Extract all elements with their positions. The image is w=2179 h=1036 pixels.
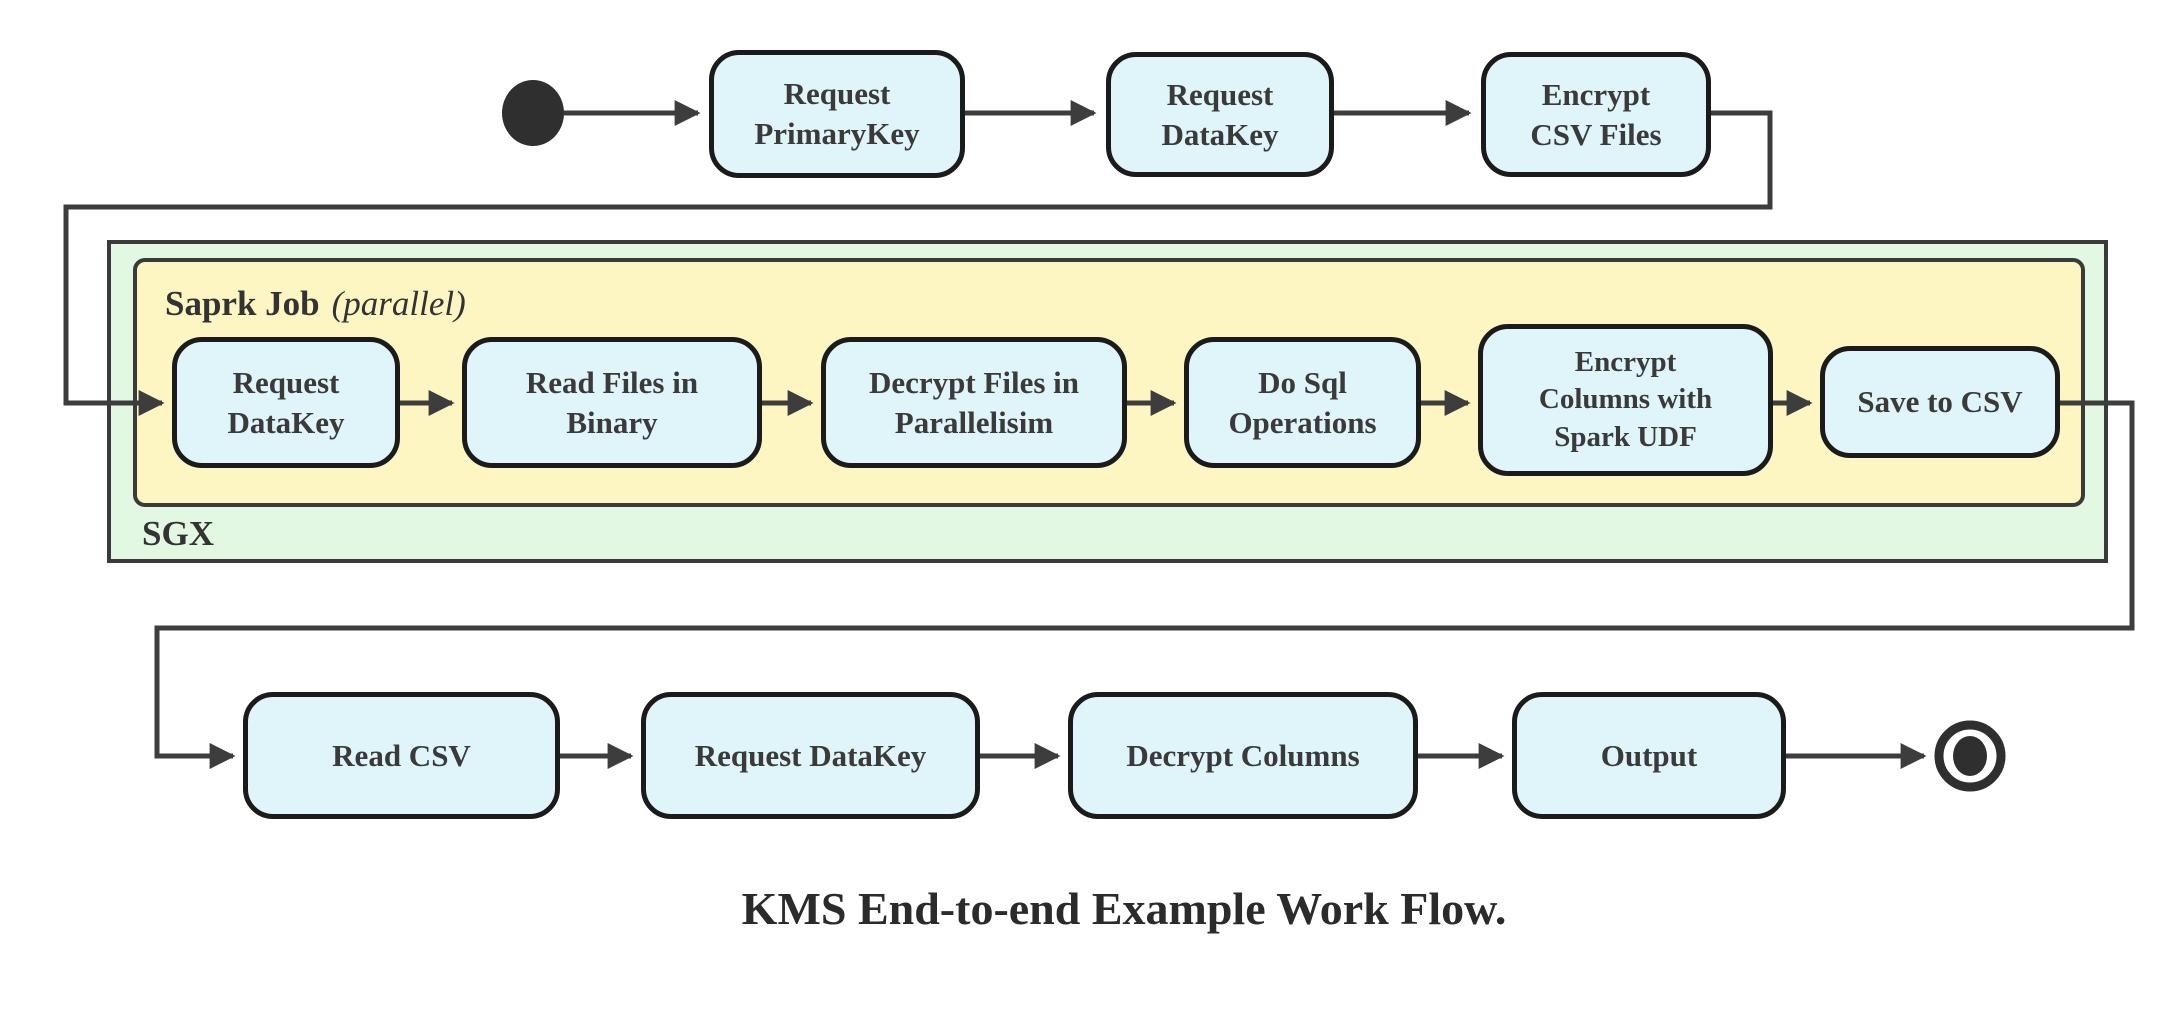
spark-job-container-label: Saprk Job (parallel) [165, 284, 466, 324]
node-read-files-in-binary: Read Files in Binary [462, 337, 762, 468]
spark-job-parallel-annotation: (parallel) [331, 284, 466, 323]
node-label: Decrypt Columns [1126, 737, 1360, 773]
node-do-sql-operations: Do Sql Operations [1184, 337, 1421, 468]
node-label: Read CSV [332, 737, 471, 773]
end-node-icon [1934, 720, 2006, 792]
node-label: Do Sql Operations [1228, 364, 1377, 440]
node-request-primarykey: Request PrimaryKey [709, 50, 965, 178]
node-label: Decrypt Files in Parallelisim [868, 364, 1080, 440]
node-label: Encrypt CSV Files [1530, 76, 1662, 152]
node-read-csv: Read CSV [243, 692, 560, 819]
node-output: Output [1512, 692, 1786, 819]
node-label: Request DataKey [227, 364, 345, 440]
node-label: Request DataKey [694, 737, 927, 773]
node-save-to-csv: Save to CSV [1820, 346, 2060, 458]
node-label: Save to CSV [1857, 384, 2023, 420]
diagram-caption: KMS End-to-end Example Work Flow. [741, 883, 1507, 934]
node-encrypt-csv-files: Encrypt CSV Files [1481, 52, 1711, 177]
node-decrypt-columns: Decrypt Columns [1068, 692, 1418, 819]
edge-encrypt-csv-to-sgx-request-datakey [63, 110, 1773, 416]
node-request-datakey-sgx: Request DataKey [172, 337, 400, 468]
node-label: Encrypt Columns with Spark UDF [1538, 346, 1713, 453]
node-label: Request PrimaryKey [754, 76, 920, 151]
node-encrypt-columns-with-spark-udf: Encrypt Columns with Spark UDF [1478, 324, 1773, 476]
node-request-datakey-top: Request DataKey [1106, 52, 1334, 177]
node-label: Request DataKey [1161, 76, 1279, 152]
node-label: Output [1600, 737, 1698, 773]
start-node-icon [502, 80, 564, 146]
node-label: Read Files in Binary [525, 364, 699, 440]
spark-job-label-text: Saprk Job [165, 284, 320, 323]
node-request-datakey-bottom: Request DataKey [641, 692, 980, 819]
edge-save-csv-to-read-csv [154, 400, 2135, 769]
sgx-container-label: SGX [142, 514, 214, 553]
node-decrypt-files-in-parallelisim: Decrypt Files in Parallelisim [821, 337, 1127, 468]
